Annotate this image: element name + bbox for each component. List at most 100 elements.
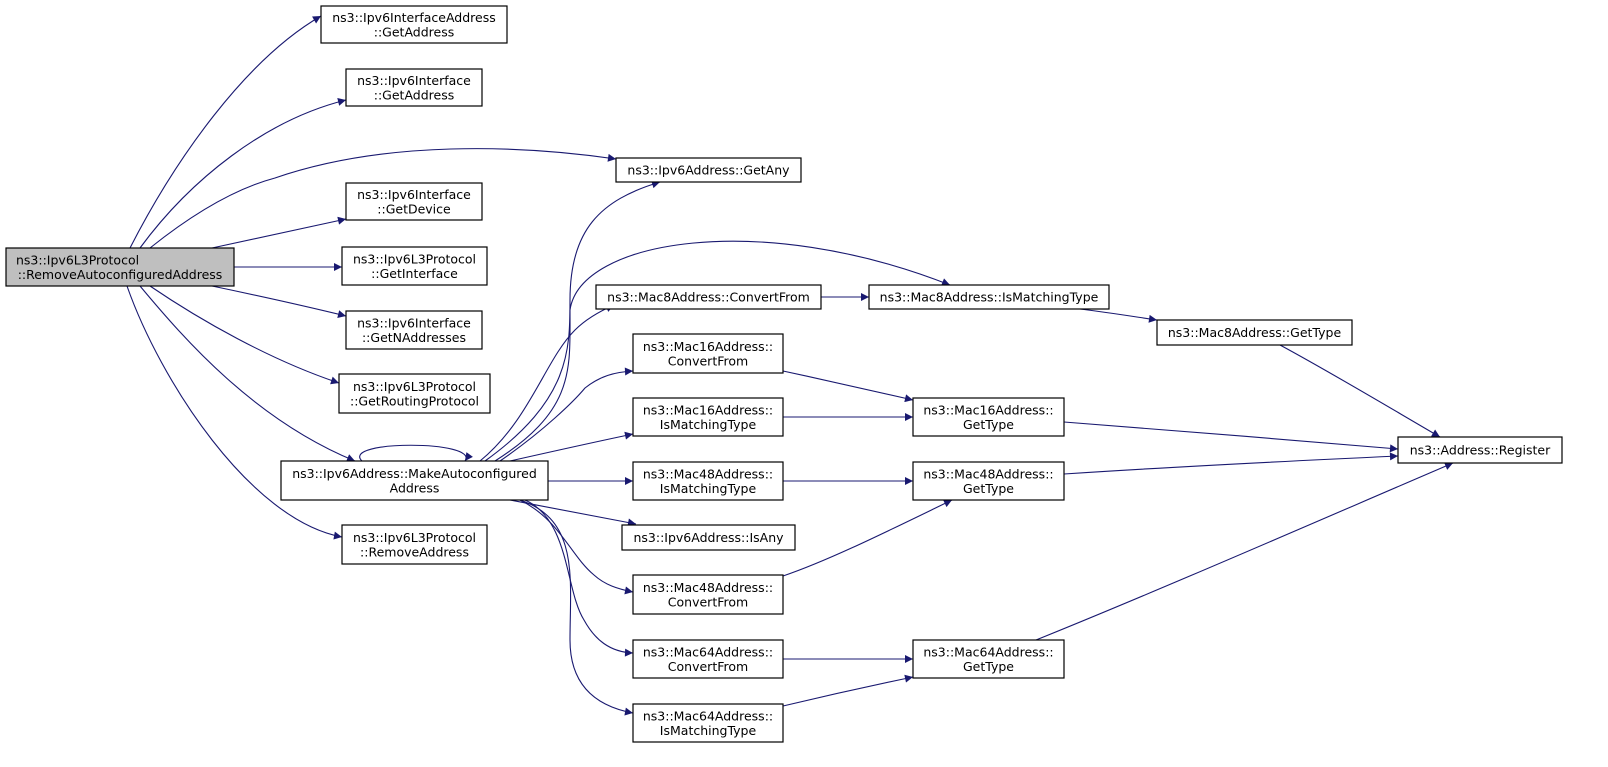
node-mac16-convertfrom[interactable]: ns3::Mac16Address::ConvertFrom — [632, 333, 784, 374]
node-label-line: ns3::Mac8Address::ConvertFrom — [607, 290, 810, 305]
node-ifaddr-getaddress[interactable]: ns3::Ipv6InterfaceAddress::GetAddress — [320, 5, 508, 44]
edge-mac8-ismatching-to-mac8-gettype — [1079, 308, 1158, 323]
node-label-line: ::RemoveAddress — [360, 544, 469, 559]
node-label-line: ns3::Mac8Address::GetType — [1168, 325, 1342, 340]
node-label-line: GetType — [963, 417, 1014, 432]
node-box — [912, 639, 1065, 679]
edge-makeautoconf-to-makeautoconf — [359, 444, 473, 462]
node-label-line: ns3::Ipv6Interface — [357, 73, 471, 88]
node-label-line: ::RemoveAutoconfiguredAddress — [18, 267, 223, 282]
node-label-line: ns3::Mac16Address:: — [923, 402, 1053, 417]
node-box — [280, 460, 549, 501]
edge-remove-autoconf-to-iface-getdevice — [211, 216, 347, 249]
edge-makeautoconf-to-mac64-convertfrom — [524, 499, 634, 657]
edge-makeautoconf-to-mac8-ismatching — [494, 240, 951, 462]
node-box — [345, 68, 483, 107]
node-label-line: ::GetDevice — [377, 201, 451, 216]
node-label-line: ns3::Ipv6Interface — [357, 187, 471, 202]
node-box — [621, 524, 796, 551]
node-label-line: ns3::Mac48Address:: — [923, 466, 1053, 481]
node-box — [868, 284, 1110, 310]
edge-remove-autoconf-to-ipv6addr-getany — [149, 148, 617, 249]
node-label-line: ns3::Mac64Address:: — [923, 644, 1053, 659]
node-label-line: Address — [390, 480, 440, 495]
node-label-line: ns3::Ipv6L3Protocol — [353, 251, 476, 266]
node-box — [632, 461, 784, 501]
node-mac16-ismatching[interactable]: ns3::Mac16Address::IsMatchingType — [632, 397, 784, 437]
node-label-line: ns3::Mac64Address:: — [643, 708, 773, 723]
edge-remove-autoconf-to-iface-getaddress — [139, 98, 347, 249]
node-label-line: ::GetAddress — [374, 87, 454, 102]
node-box — [632, 333, 784, 374]
node-label-line: ns3::Ipv6Interface — [357, 315, 471, 330]
node-label-line: ns3::Ipv6Address::MakeAutoconfigured — [292, 466, 537, 481]
node-l3-removeaddress[interactable]: ns3::Ipv6L3Protocol::RemoveAddress — [341, 524, 488, 565]
edge-mac16-gettype-to-address-register — [1063, 421, 1399, 453]
node-mac8-convertfrom[interactable]: ns3::Mac8Address::ConvertFrom — [595, 284, 822, 310]
edge-makeautoconf-to-mac64-ismatching — [519, 499, 634, 716]
node-mac64-ismatching[interactable]: ns3::Mac64Address::IsMatchingType — [632, 703, 784, 743]
node-mac8-gettype[interactable]: ns3::Mac8Address::GetType — [1156, 319, 1353, 346]
node-label-line: IsMatchingType — [660, 481, 757, 496]
node-mac48-gettype[interactable]: ns3::Mac48Address::GetType — [912, 461, 1065, 501]
node-label-line: ns3::Mac48Address:: — [643, 466, 773, 481]
node-box — [320, 5, 508, 44]
edge-remove-autoconf-to-l3-getroutingprotocol — [149, 285, 340, 385]
node-box — [632, 397, 784, 437]
node-label-line: IsMatchingType — [660, 417, 757, 432]
node-label-line: ns3::Mac16Address:: — [643, 402, 773, 417]
edge-mac48-gettype-to-address-register — [1063, 452, 1399, 475]
node-iface-getnaddresses[interactable]: ns3::Ipv6Interface::GetNAddresses — [345, 310, 483, 350]
nodes-layer: ns3::Ipv6L3Protocol::RemoveAutoconfigure… — [5, 5, 1563, 743]
node-mac64-gettype[interactable]: ns3::Mac64Address::GetType — [912, 639, 1065, 679]
node-label-line: GetType — [963, 481, 1014, 496]
node-iface-getaddress[interactable]: ns3::Ipv6Interface::GetAddress — [345, 68, 483, 107]
node-label-line: ns3::Ipv6L3Protocol — [353, 530, 476, 545]
node-label-line: ConvertFrom — [668, 353, 748, 368]
node-label-line: ns3::Ipv6L3Protocol — [16, 252, 139, 267]
node-label-line: ConvertFrom — [668, 594, 748, 609]
node-box — [345, 310, 483, 350]
node-ipv6addr-isany[interactable]: ns3::Ipv6Address::IsAny — [621, 524, 796, 551]
node-label-line: ConvertFrom — [668, 659, 748, 674]
edge-makeautoconf-to-ipv6addr-getany — [484, 180, 661, 462]
node-label-line: ::GetRoutingProtocol — [350, 393, 479, 408]
edge-mac8-gettype-to-address-register — [1279, 344, 1441, 438]
node-box — [345, 182, 483, 221]
node-label-line: ns3::Ipv6Address::GetAny — [627, 163, 790, 178]
node-label-line: IsMatchingType — [660, 723, 757, 738]
node-l3-getinterface[interactable]: ns3::Ipv6L3Protocol::GetInterface — [341, 246, 488, 286]
node-mac48-convertfrom[interactable]: ns3::Mac48Address::ConvertFrom — [632, 574, 784, 615]
node-mac64-convertfrom[interactable]: ns3::Mac64Address::ConvertFrom — [632, 639, 784, 679]
node-box — [338, 373, 491, 414]
node-label-line: ::GetInterface — [371, 266, 458, 281]
node-iface-getdevice[interactable]: ns3::Ipv6Interface::GetDevice — [345, 182, 483, 221]
node-box — [341, 524, 488, 565]
edge-makeautoconf-to-ipv6addr-isany — [509, 499, 637, 527]
edge-remove-autoconf-to-makeautoconf — [139, 285, 356, 462]
node-label-line: ::GetAddress — [374, 24, 454, 39]
node-label-line: GetType — [963, 659, 1014, 674]
node-label-line: ns3::Mac8Address::IsMatchingType — [880, 290, 1099, 305]
node-box — [632, 639, 784, 679]
edge-makeautoconf-to-mac16-convertfrom — [499, 367, 634, 462]
node-makeautoconf[interactable]: ns3::Ipv6Address::MakeAutoconfiguredAddr… — [280, 460, 549, 501]
node-remove-autoconf[interactable]: ns3::Ipv6L3Protocol::RemoveAutoconfigure… — [5, 247, 235, 287]
node-box — [615, 157, 802, 183]
node-box — [595, 284, 822, 310]
edge-mac16-convertfrom-to-mac16-gettype — [782, 370, 914, 403]
node-mac8-ismatching[interactable]: ns3::Mac8Address::IsMatchingType — [868, 284, 1110, 310]
node-box — [912, 397, 1065, 437]
node-mac48-ismatching[interactable]: ns3::Mac48Address::IsMatchingType — [632, 461, 784, 501]
node-box — [1156, 319, 1353, 346]
node-ipv6addr-getany[interactable]: ns3::Ipv6Address::GetAny — [615, 157, 802, 183]
node-l3-getroutingprotocol[interactable]: ns3::Ipv6L3Protocol::GetRoutingProtocol — [338, 373, 491, 414]
node-label-line: ::GetNAddresses — [362, 330, 466, 345]
node-address-register[interactable]: ns3::Address::Register — [1397, 436, 1563, 464]
node-mac16-gettype[interactable]: ns3::Mac16Address::GetType — [912, 397, 1065, 437]
node-box — [1397, 436, 1563, 464]
node-label-line: ns3::Mac48Address:: — [643, 580, 773, 595]
node-box — [632, 703, 784, 743]
edge-mac48-convertfrom-to-mac48-gettype — [782, 499, 953, 577]
